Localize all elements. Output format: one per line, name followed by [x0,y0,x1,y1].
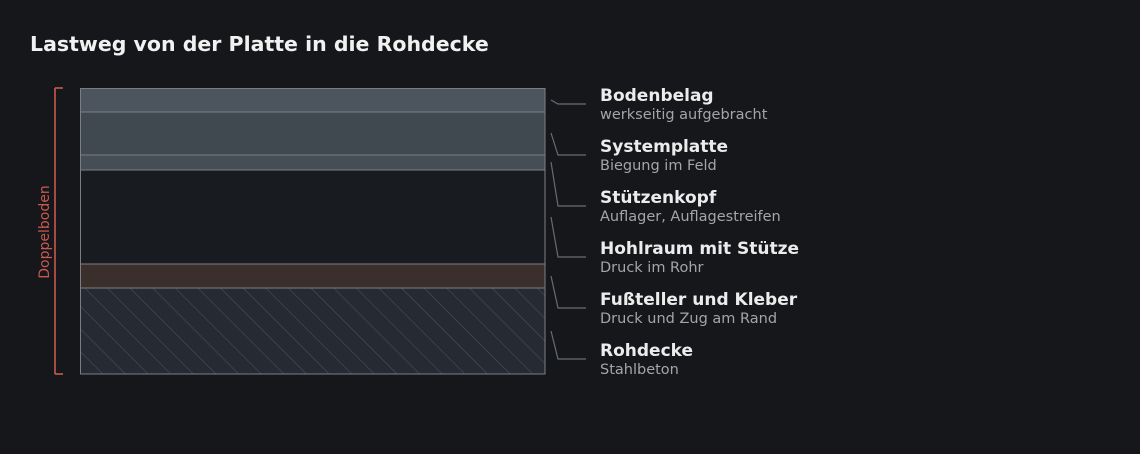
layer-bodenbelag [80,88,545,112]
label-rohdecke: Rohdecke Stahlbeton [600,341,693,379]
rohdecke-hatch [80,288,545,374]
label-bodenbelag: Bodenbelag werkseitig aufgebracht [600,86,767,124]
layer-name: Rohdecke [600,341,694,361]
doppelboden-bracket [54,87,63,375]
diagram-title: Lastweg von der Platte in die Rohdecke [30,32,489,56]
leader-line-bodenbelag [550,99,586,105]
section-outline [80,88,546,375]
layer-name: Fußteller und Kleber [600,290,798,310]
layer-name: Systemplatte [600,137,729,157]
layer-hohlraum [80,170,545,264]
layer-detail: Auflager, Auflagestreifen [600,209,781,225]
leader-line-stuetzenkopf [550,161,586,207]
leader-line-rohdecke [550,330,586,360]
label-stuetzenkopf: Stützenkopf Auflager, Auflagestreifen [600,188,781,226]
layer-detail: Stahlbeton [600,362,679,378]
label-hohlraum: Hohlraum mit Stütze Druck im Rohr [600,239,799,277]
layer-stuetzenkopf [80,155,545,170]
label-fussteller: Fußteller und Kleber Druck und Zug am Ra… [600,290,797,328]
bracket-label: Doppelboden [37,185,53,278]
layer-detail: Biegung im Feld [600,158,717,174]
layer-detail: Druck und Zug am Rand [600,311,778,327]
layer-detail: Druck im Rohr [600,260,704,276]
layer-name: Stützenkopf [600,188,717,208]
label-systemplatte: Systemplatte Biegung im Feld [600,137,728,175]
layer-fussteller [80,264,545,288]
layer-name: Hohlraum mit Stütze [600,239,800,259]
leader-line-systemplatte [550,132,586,156]
layer-name: Bodenbelag [600,86,714,106]
layer-detail: werkseitig aufgebracht [600,107,768,123]
layer-systemplatte [80,112,545,155]
leader-line-hohlraum [550,216,586,258]
leader-line-fussteller [550,275,586,309]
layer-boundaries [80,111,545,289]
